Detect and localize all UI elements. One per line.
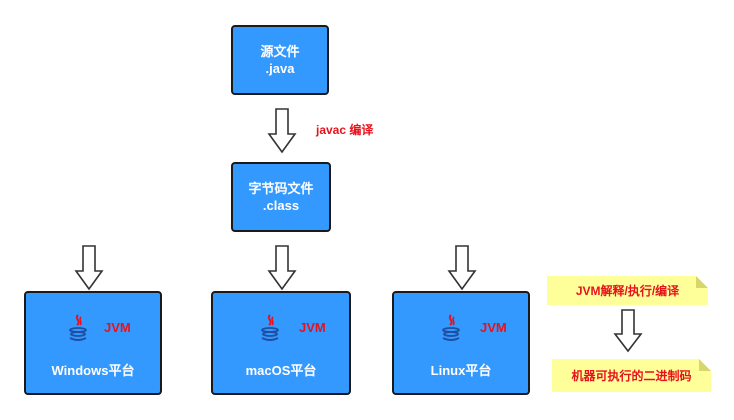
note-jvm-action: JVM解释/执行/编译 (547, 276, 708, 305)
java-cup-icon (261, 314, 279, 341)
java-cup-icon (442, 314, 460, 341)
note-machine-code-text: 机器可执行的二进制码 (571, 369, 692, 383)
jvm-label: JVM (299, 320, 326, 335)
jvm-label: JVM (104, 320, 131, 335)
platform-name-macos: macOS平台 (245, 363, 317, 378)
platform-box-macos: JVM macOS平台 (211, 291, 351, 395)
java-cup-icon (69, 314, 87, 341)
source-file-box: 源文件 .java (231, 25, 329, 95)
platform-name-linux: Linux平台 (430, 363, 492, 378)
note-machine-code: 机器可执行的二进制码 (552, 359, 711, 392)
hollow-down-arrow-icon (447, 245, 477, 291)
hollow-down-arrow-icon (74, 245, 104, 291)
compile-label: javac 编译 (316, 123, 374, 137)
platform-name-windows: Windows平台 (51, 363, 135, 378)
source-file-label: 源文件 (260, 44, 300, 59)
hollow-down-arrow-icon (613, 309, 643, 353)
platform-box-windows: JVM Windows平台 (24, 291, 162, 395)
note-fold-corner (696, 276, 708, 288)
note-jvm-action-text: JVM解释/执行/编译 (575, 284, 680, 298)
hollow-down-arrow-icon (267, 108, 297, 154)
note-fold-corner (699, 359, 711, 371)
bytecode-file-ext: .class (262, 198, 300, 213)
jvm-label: JVM (480, 320, 507, 335)
bytecode-file-label: 字节码文件 (248, 181, 314, 196)
bytecode-file-box: 字节码文件 .class (231, 162, 331, 232)
source-file-ext: .java (265, 61, 295, 76)
hollow-down-arrow-icon (267, 245, 297, 291)
platform-box-linux: JVM Linux平台 (392, 291, 530, 395)
